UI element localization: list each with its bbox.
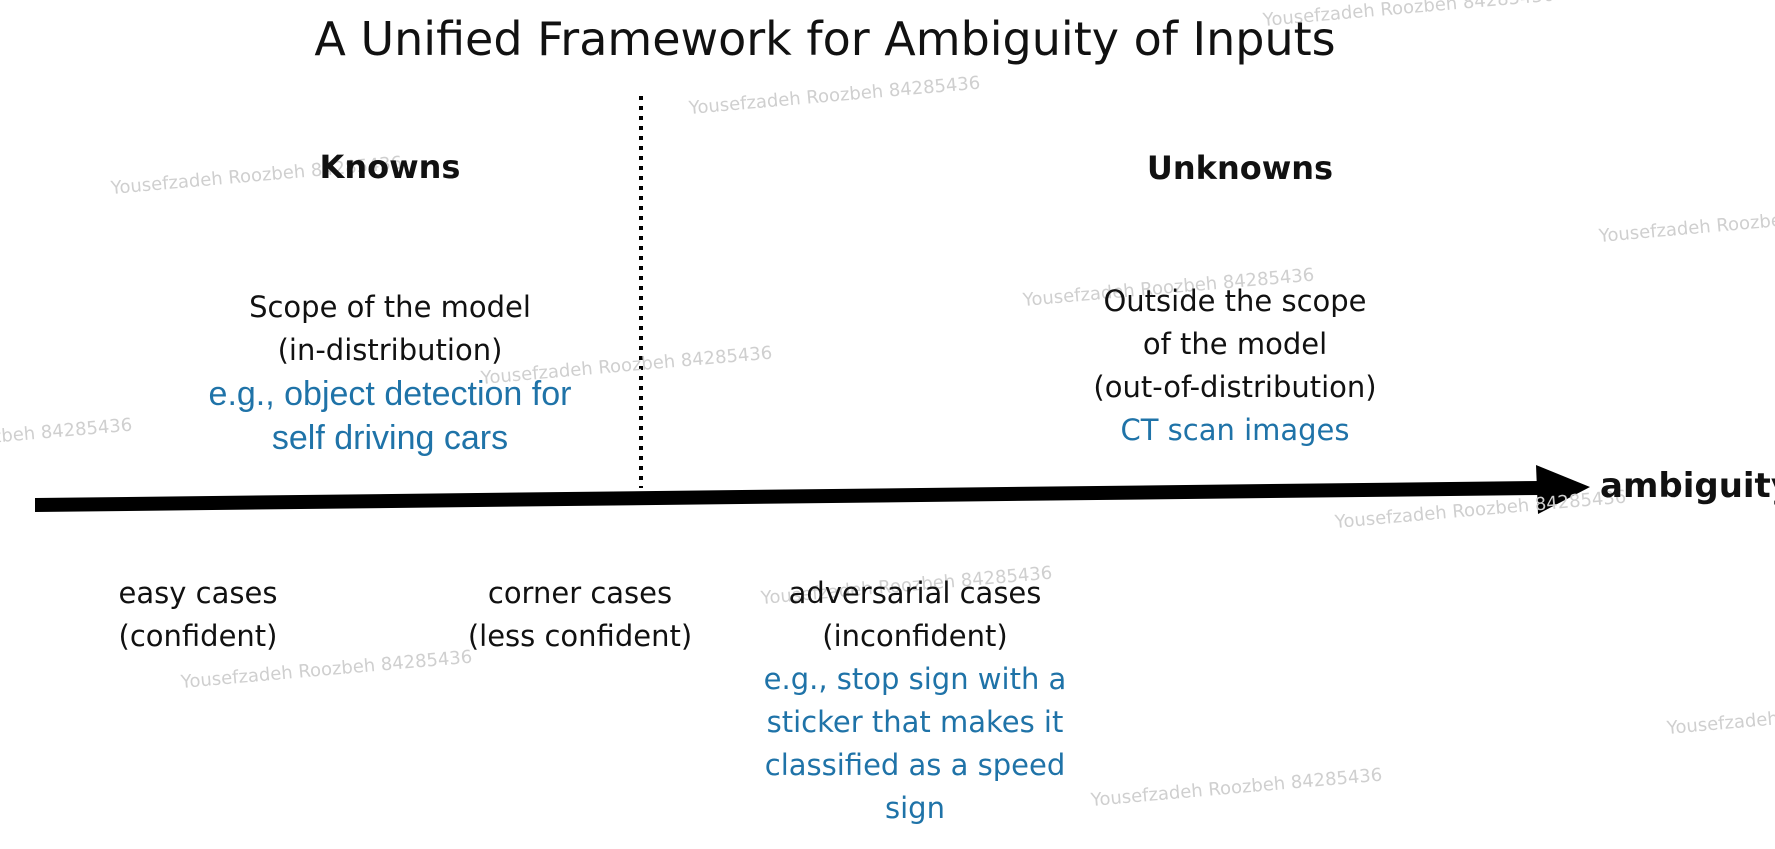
ambiguity-axis-shaft: [35, 481, 1540, 512]
knowns-example: e.g., object detection for self driving …: [170, 372, 610, 460]
page-title: A Unified Framework for Ambiguity of Inp…: [314, 12, 1336, 66]
unknowns-example-line: CT scan images: [1120, 413, 1350, 447]
case-line: (less confident): [467, 619, 693, 653]
knowns-example-line: e.g., object detection for: [208, 375, 572, 413]
knowns-example-line: self driving cars: [271, 419, 509, 457]
unknowns-line: (out-of-distribution): [1093, 370, 1377, 404]
unknowns-description: Outside the scope of the model (out-of-d…: [1060, 280, 1410, 452]
adversarial-example-line: e.g., stop sign with a: [763, 662, 1067, 696]
corner-cases-label: corner cases (less confident): [450, 572, 710, 658]
case-line: corner cases: [487, 576, 673, 610]
knowns-line: (in-distribution): [277, 333, 503, 367]
unknowns-line: of the model: [1142, 327, 1328, 361]
case-line: easy cases: [118, 576, 278, 610]
easy-cases-label: easy cases (confident): [78, 572, 318, 658]
ambiguity-axis-label: ambiguity: [1600, 466, 1775, 506]
adversarial-example-line: sticker that makes it: [766, 705, 1064, 739]
knowns-heading: Knowns: [319, 148, 461, 186]
case-line: (confident): [118, 619, 278, 653]
ambiguity-axis-arrowhead: [1536, 465, 1590, 514]
unknowns-line: Outside the scope: [1103, 284, 1367, 318]
knowns-line: Scope of the model: [249, 290, 531, 324]
unknowns-heading: Unknowns: [1146, 149, 1334, 187]
adversarial-example-line: sign: [885, 791, 945, 825]
case-line: (inconfident): [822, 619, 1008, 653]
adversarial-cases-label: adversarial cases (inconfident) e.g., st…: [755, 572, 1075, 830]
adversarial-example-line: classified as a speed: [764, 748, 1066, 782]
case-line: adversarial cases: [788, 576, 1042, 610]
knowns-description: Scope of the model (in-distribution): [190, 286, 590, 372]
